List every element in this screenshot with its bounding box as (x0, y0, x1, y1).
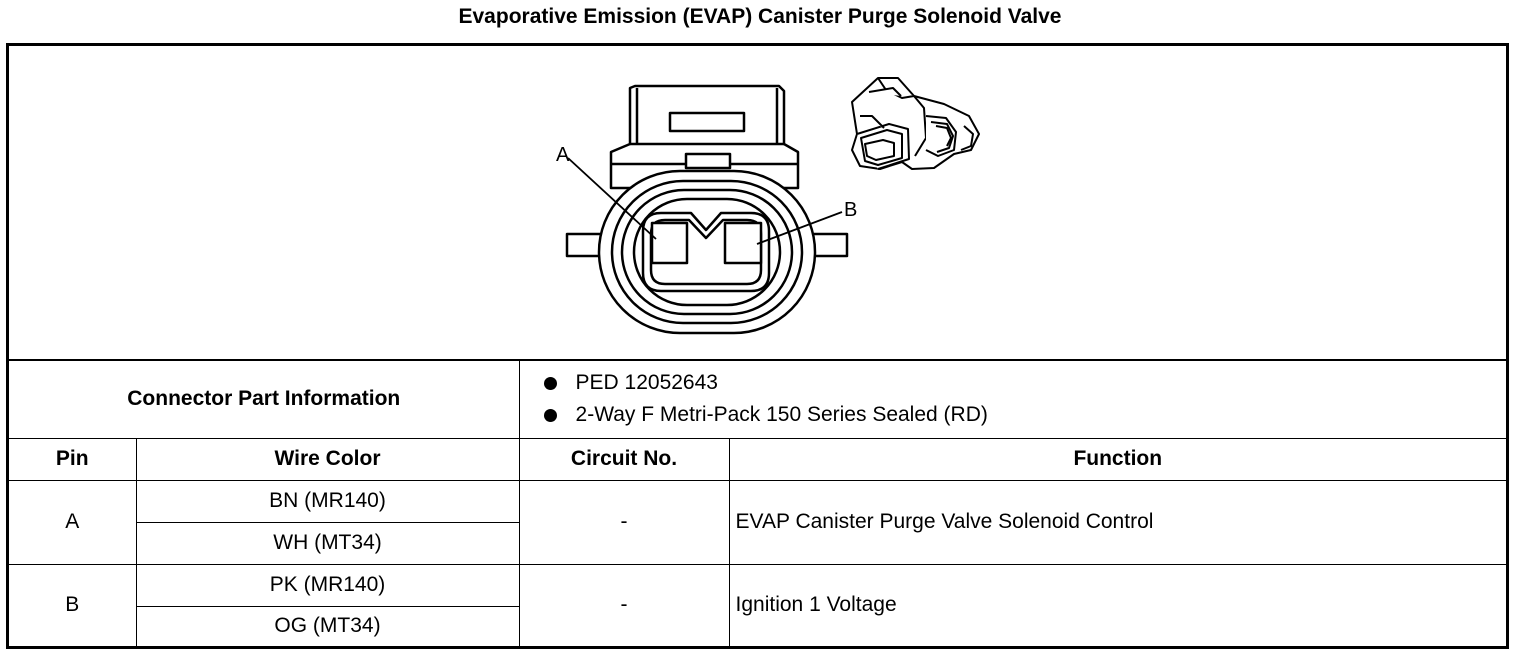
connector-info-cell: PED 12052643 2-Way F Metri-Pack 150 Seri… (518, 361, 1507, 439)
pin-a-label: A (556, 144, 570, 166)
pin-cell: A (9, 479, 137, 565)
table-header-row: Pin Wire Color Circuit No. Function (9, 437, 1507, 481)
connector-isometric-icon (851, 77, 980, 170)
wire-color-cell: WH (MT34) (136, 521, 520, 565)
connector-info-label: Connector Part Information (9, 361, 520, 439)
wire-color-cell: OG (MT34) (136, 605, 520, 646)
function-cell: EVAP Canister Purge Valve Solenoid Contr… (728, 479, 1507, 565)
table-row: OG (MT34) (9, 605, 1506, 646)
header-pin: Pin (9, 437, 137, 481)
header-function: Function (728, 437, 1507, 481)
bullet-icon (543, 377, 557, 391)
table-row: WH (MT34) (9, 521, 1506, 565)
connector-info-row: Connector Part Information PED 12052643 … (9, 361, 1507, 439)
connector-diagram: A B (9, 46, 1506, 361)
pinout-table: Connector Part Information PED 12052643 … (9, 361, 1507, 647)
table-row: A BN (MR140) - EVAP Canister Purge Valve… (9, 479, 1507, 565)
header-circuit: Circuit No. (518, 437, 730, 481)
bullet-icon (543, 409, 557, 423)
function-cell: Ignition 1 Voltage (728, 563, 1507, 647)
table-row: B PK (MR140) - Ignition 1 Voltage (9, 563, 1507, 647)
pin-cell: B (9, 563, 137, 647)
connector-info-item: PED 12052643 (542, 367, 1507, 399)
wire-color-cell: BN (MR140) (135, 479, 520, 523)
pin-b-label: B (844, 199, 857, 221)
connector-info-list: PED 12052643 2-Way F Metri-Pack 150 Seri… (520, 367, 1507, 431)
wire-color-cell: PK (MR140) (135, 563, 520, 607)
connector-frame: A B (6, 43, 1509, 649)
circuit-cell: - (518, 479, 730, 565)
page-title: Evaporative Emission (EVAP) Canister Pur… (458, 5, 1062, 28)
circuit-cell: - (518, 563, 730, 647)
header-wire-color: Wire Color (135, 437, 520, 481)
connector-info-item: 2-Way F Metri-Pack 150 Series Sealed (RD… (542, 399, 1507, 431)
connector-face-drawing: A B (556, 77, 980, 335)
